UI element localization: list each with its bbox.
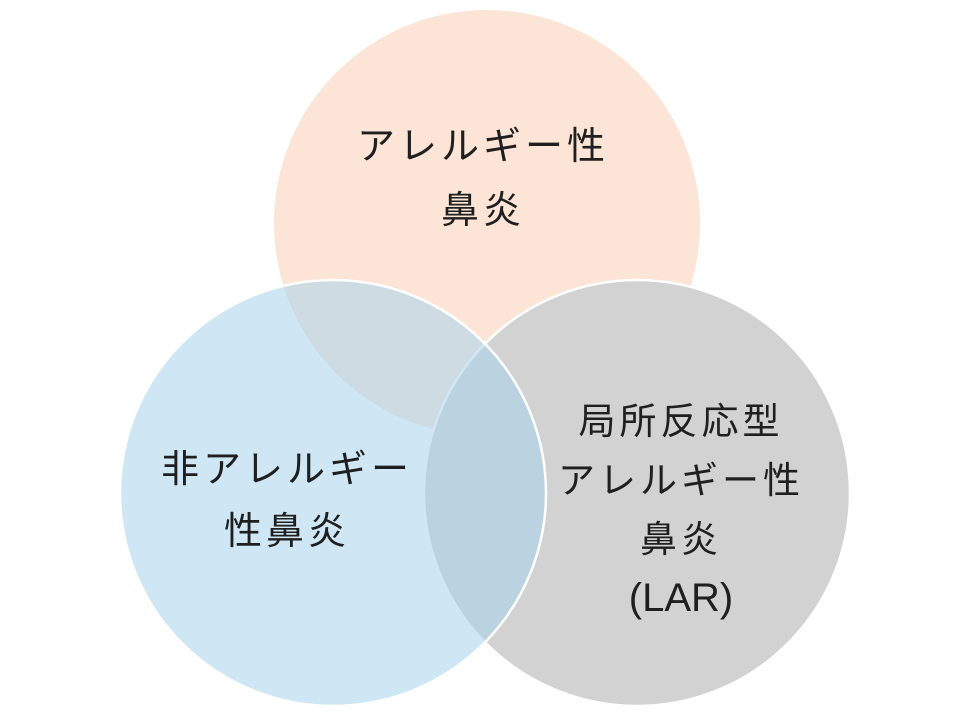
local-allergic-rhinitis-label-line-1: 局所反応型 <box>578 401 784 442</box>
local-allergic-rhinitis-label-line-3: 鼻炎 <box>640 519 722 560</box>
allergic-rhinitis-label: アレルギー性 鼻炎 <box>283 115 683 243</box>
non-allergic-rhinitis-label: 非アレルギー 性鼻炎 <box>112 439 462 563</box>
non-allergic-rhinitis-circle <box>118 278 548 708</box>
local-allergic-rhinitis-label: 局所反応型 アレルギー性 鼻炎 (LAR) <box>506 392 856 628</box>
non-allergic-rhinitis-label-line-2: 性鼻炎 <box>223 511 350 553</box>
local-allergic-rhinitis-label-line-2: アレルギー性 <box>558 460 804 501</box>
non-allergic-rhinitis-label-line-1: 非アレルギー <box>160 449 413 491</box>
allergic-rhinitis-label-line-2: 鼻炎 <box>440 190 525 232</box>
allergic-rhinitis-label-line-1: アレルギー性 <box>356 126 609 168</box>
local-allergic-rhinitis-label-line-lar: (LAR) <box>628 576 734 620</box>
